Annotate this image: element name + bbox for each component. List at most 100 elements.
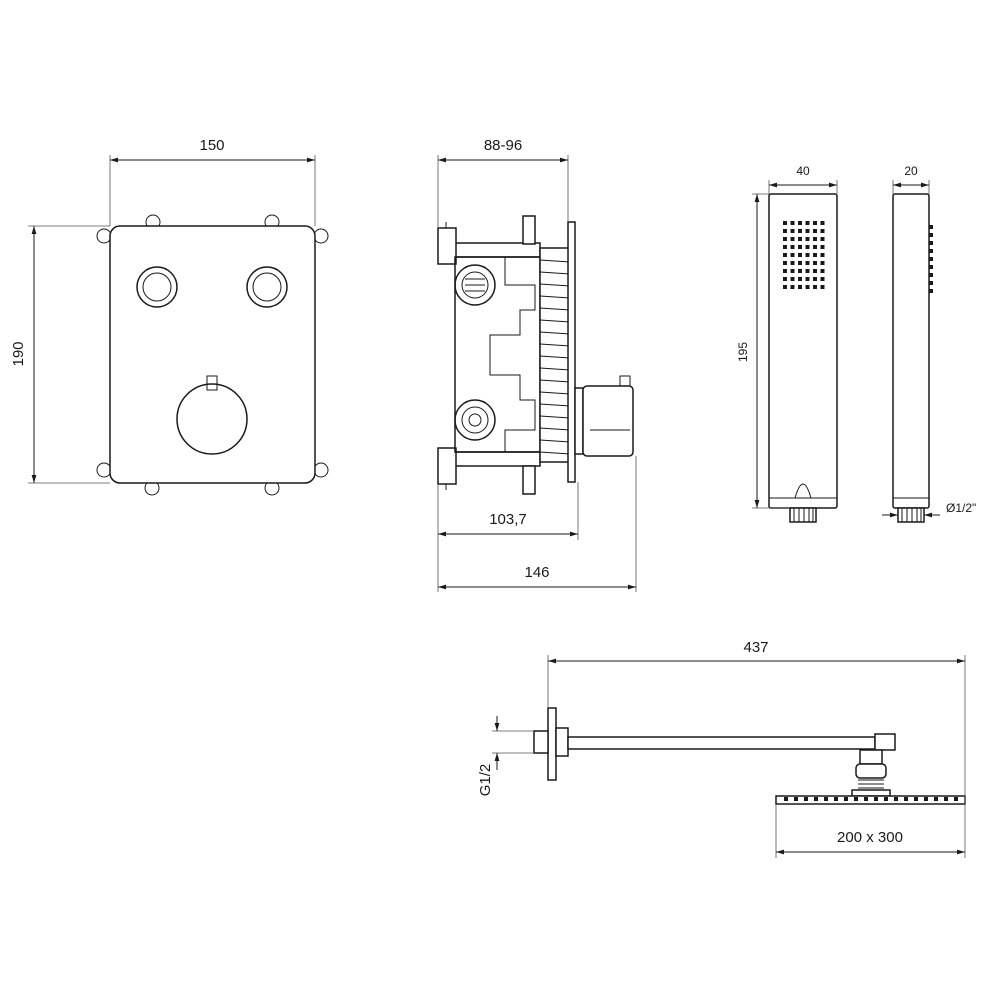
mounting-ear [96, 228, 112, 244]
spray-nozzle [790, 221, 795, 225]
head-nozzle [914, 797, 918, 801]
spray-nozzle [798, 253, 802, 257]
spray-nozzle [820, 253, 825, 257]
head-nozzle [904, 797, 908, 801]
spray-nozzle [790, 285, 795, 289]
clamp-block [437, 227, 457, 265]
knob-base [574, 387, 584, 455]
top-lug [522, 215, 536, 245]
spray-nozzle [798, 245, 802, 249]
head-nozzle [804, 797, 808, 801]
arm-length-label: 437 [743, 639, 768, 656]
head-nozzle [884, 797, 888, 801]
spray-nozzle [790, 277, 795, 281]
spray-nozzle [820, 237, 825, 241]
head-nozzle [854, 797, 858, 801]
spray-nozzle [805, 285, 810, 289]
head-nozzle [944, 797, 948, 801]
spray-nozzle [798, 269, 802, 273]
spray-nozzle [783, 221, 787, 225]
spray-nozzle [813, 245, 817, 249]
head-nozzle [934, 797, 938, 801]
mixer-body [454, 256, 541, 453]
shower-arm [567, 736, 876, 750]
head-nozzle [844, 797, 848, 801]
spray-nozzle [805, 229, 810, 233]
arm-escutcheon [555, 727, 569, 757]
spray-nozzle [783, 261, 787, 265]
spray-nozzle [805, 253, 810, 257]
spray-nozzle [783, 269, 787, 273]
bottom-rail [454, 451, 541, 467]
valve-port-top [454, 264, 496, 306]
spray-nozzle [813, 285, 817, 289]
swivel-joint [859, 749, 883, 765]
spray-nozzle [813, 277, 817, 281]
spray-nozzle [813, 229, 817, 233]
spray-nozzle [790, 261, 795, 265]
thermostat-knob [176, 383, 248, 455]
head-nozzle [814, 797, 818, 801]
mixer-box-depth-label: 103,7 [489, 511, 527, 528]
spray-nozzle [783, 277, 787, 281]
head-nozzle [924, 797, 928, 801]
spray-nozzle [805, 221, 810, 225]
spray-nozzle [805, 245, 810, 249]
mixer-side-view: 88-96 103,7 146 [437, 137, 637, 592]
spray-nozzle [805, 261, 810, 265]
bottom-lug [522, 465, 536, 495]
spray-nozzle [790, 253, 795, 257]
hand-shower-width-label: 40 [796, 164, 810, 178]
spray-nozzle [798, 261, 802, 265]
spray-nozzle [820, 229, 825, 233]
head-nozzle [864, 797, 868, 801]
knob-side [582, 385, 634, 457]
spray-nozzle [798, 285, 802, 289]
panel-height-label: 190 [10, 341, 27, 366]
spray-nozzle [813, 261, 817, 265]
spray-nozzle [805, 237, 810, 241]
head-nozzle [824, 797, 828, 801]
arm-elbow [874, 733, 896, 751]
cover-plate [109, 225, 316, 484]
spray-nozzle [790, 269, 795, 273]
spray-nozzle [790, 229, 795, 233]
spray-nozzle [798, 221, 802, 225]
mounting-ear [96, 462, 112, 478]
spray-face-dots [929, 225, 933, 293]
head-nozzles [784, 797, 958, 801]
clamp-block [437, 447, 457, 485]
hand-shower-body [768, 193, 838, 509]
head-nozzle [894, 797, 898, 801]
spray-nozzle [798, 277, 802, 281]
head-nozzle [874, 797, 878, 801]
hand-shower-side-view: 20 Ø1/2" [882, 164, 976, 523]
knob-indicator [206, 375, 218, 391]
hand-shower-length-label: 195 [736, 342, 750, 362]
ball-joint [855, 763, 887, 779]
mounting-ear [313, 228, 329, 244]
mounting-ear [313, 462, 329, 478]
hand-shower-side-body [892, 193, 930, 509]
hand-shower-thickness-label: 20 [904, 164, 918, 178]
spray-nozzle [790, 245, 795, 249]
mixer-depth-label: 88-96 [484, 137, 522, 154]
spray-nozzle [813, 237, 817, 241]
spray-nozzle [798, 229, 802, 233]
spray-nozzle [813, 269, 817, 273]
spray-nozzle [820, 245, 825, 249]
mixer-total-depth-label: 146 [524, 564, 549, 581]
spray-nozzle [813, 221, 817, 225]
head-mount [851, 789, 891, 797]
spray-nozzle [805, 269, 810, 273]
wall-connector [533, 730, 549, 754]
valve-port-bottom [454, 399, 496, 441]
hand-shower-front-view: 40 195 [736, 164, 838, 523]
spray-nozzle [783, 253, 787, 257]
head-nozzle [784, 797, 788, 801]
top-rail [454, 242, 541, 258]
spray-nozzle [813, 253, 817, 257]
spray-nozzle [783, 245, 787, 249]
panel-width-label: 150 [199, 137, 224, 154]
